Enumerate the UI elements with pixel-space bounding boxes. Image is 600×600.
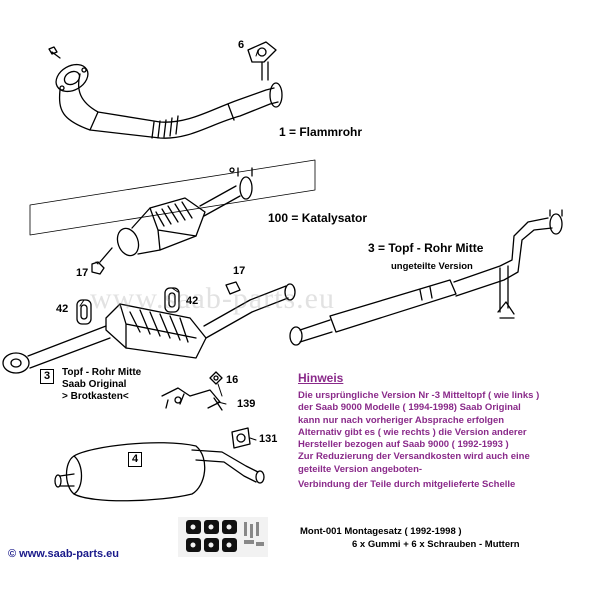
rubber-ring-131 (231, 427, 251, 449)
mounting-kit (178, 517, 268, 557)
clamp-16 (209, 371, 223, 385)
hint-line: Verbindung der Teile durch mitgelieferte… (298, 479, 516, 491)
bracket-139 (161, 387, 223, 411)
mounting-kit-line1: Mont-001 Montagesatz ( 1992-1998 ) (300, 526, 462, 537)
rear-silencer (54, 442, 265, 502)
label-endtopf-number: 4 (128, 452, 143, 467)
hint-block: Hinweis Die ursprüngliche Version Nr -3 … (298, 371, 598, 491)
bolt-17-right (225, 281, 241, 295)
hint-line: der Saab 9000 Modelle ( 1994-1998) Saab … (298, 402, 521, 414)
mounting-kit-text: Mont-001 Montagesatz ( 1992-1998 ) 6 x G… (300, 525, 520, 551)
rubber-hanger-6 (247, 41, 277, 63)
label-topf-mitte-left: Topf - Rohr Mitte Saab Original > Brotka… (62, 367, 141, 403)
front-pipe-flange-left (55, 63, 89, 93)
hint-line: Die ursprüngliche Version Nr -3 Mittelto… (298, 390, 540, 401)
callout-42-left: 42 (56, 303, 69, 315)
callout-17-right: 17 (233, 265, 246, 277)
hint-line: Hersteller bezogen auf Saab 9000 ( 1992-… (298, 439, 509, 451)
middle-silencer-original (2, 283, 296, 374)
catalyst-backdrop-panel (29, 159, 316, 236)
leader-lines (79, 49, 259, 441)
copyright-link[interactable]: © www.saab-parts.eu (8, 548, 120, 560)
rubber-hanger-42-left (76, 299, 92, 325)
front-pipe-flange-right (269, 82, 283, 108)
label-topf-mitte-left-line3: > Brotkasten< (62, 391, 129, 402)
label-topf-mitte-left-line2: Saab Original (62, 379, 127, 390)
bolt-17-left (91, 247, 113, 275)
hint-title: Hinweis (298, 371, 344, 385)
catalytic-converter (116, 167, 253, 257)
callout-6: 6 (238, 39, 245, 51)
label-katalysator: 100 = Katalysator (268, 211, 368, 225)
watermark-text: www.saab-parts.eu (90, 282, 335, 315)
mounting-kit-line2: 6 x Gummi + 6 x Schrauben - Muttern (352, 539, 520, 550)
callout-17-left: 17 (76, 267, 89, 279)
middle-silencer-alternative (289, 209, 563, 346)
hint-line: kann nur nach vorheriger Absprache erfol… (298, 414, 505, 426)
callout-42-right: 42 (186, 295, 199, 307)
front-pipe-flammrohr (48, 46, 283, 139)
label-ungeteilte-version: ungeteilte Version (391, 261, 473, 272)
callout-139: 139 (237, 398, 256, 410)
callout-16: 16 (226, 374, 239, 386)
label-topf-mitte-right: 3 = Topf - Rohr Mitte (368, 241, 484, 255)
hint-line: geteilte Version angeboten- (298, 463, 423, 475)
hint-line: Zur Reduzierung der Versandkosten wird a… (298, 451, 530, 463)
callout-131: 131 (259, 433, 278, 445)
label-flammrohr: 1 = Flammrohr (279, 125, 363, 139)
hint-lines: Die ursprüngliche Version Nr -3 Mittelto… (298, 390, 598, 491)
label-topf-mitte-left-number: 3 (40, 369, 55, 384)
label-topf-mitte-left-line1: Topf - Rohr Mitte (62, 367, 142, 378)
hint-line: Alternativ gibt es ( wie rechts ) die Ve… (298, 426, 527, 438)
